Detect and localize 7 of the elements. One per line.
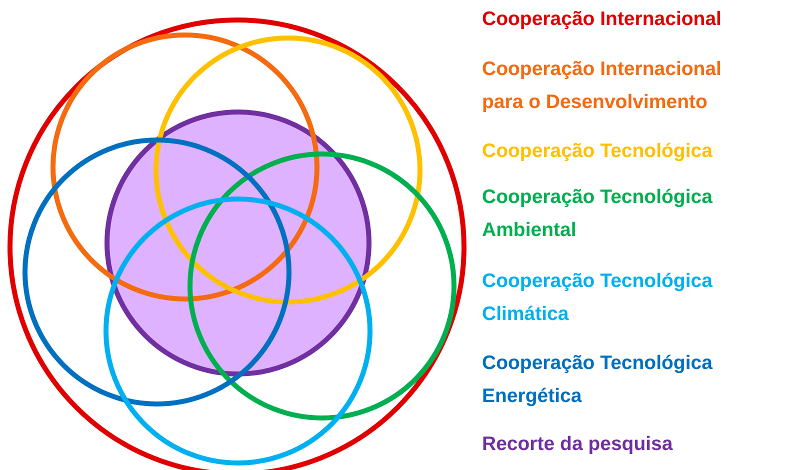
legend-label: Cooperação Internacional para o Desenvolvimento <box>482 57 722 115</box>
legend-label: Cooperação Tecnológica <box>482 139 714 164</box>
legend-label: Recorte da pesquisa <box>482 432 674 457</box>
legend-label: Cooperação Internacional <box>482 7 722 32</box>
legend-label: Cooperação Tecnológica Ambiental <box>482 185 714 243</box>
legend-label: Cooperação Tecnológica Climática <box>482 269 714 327</box>
legend-label: Cooperação Tecnológica Energética <box>482 351 714 409</box>
